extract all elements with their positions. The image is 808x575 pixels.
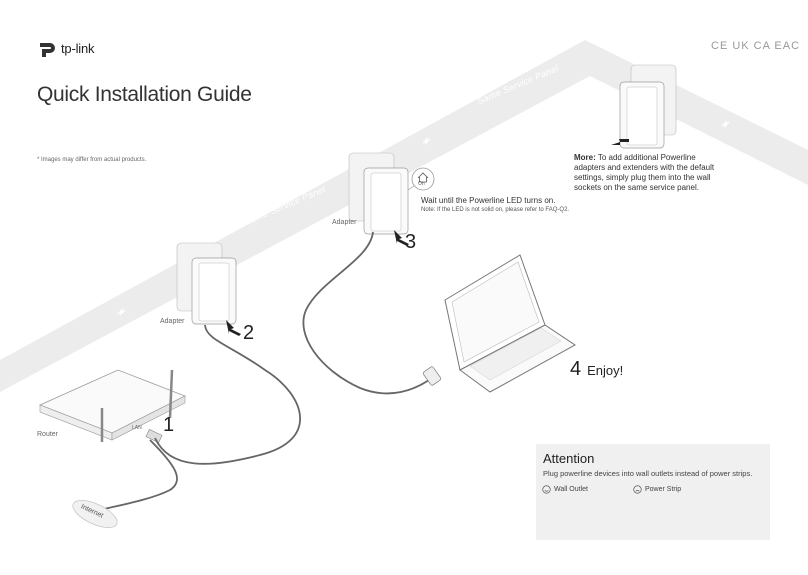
more-label: More:	[574, 153, 596, 162]
attention-description: Plug powerline devices into wall outlets…	[543, 469, 753, 478]
laptop	[444, 254, 576, 393]
power-strip-option: Power Strip	[633, 485, 681, 494]
home-icon	[417, 172, 429, 183]
cable-router-adapter	[154, 324, 301, 465]
step-arrows	[226, 139, 629, 336]
tp-link-logo-icon	[40, 43, 55, 57]
attention-title: Attention	[543, 451, 595, 466]
step-3-instructions: Wait until the Powerline LED turns on. N…	[421, 196, 581, 213]
step-1-number: 1	[163, 414, 175, 436]
power-strip-label: Power Strip	[645, 486, 682, 493]
disclaimer: * Images may differ from actual products…	[37, 157, 147, 163]
step-3-text: Wait until the Powerline LED turns on.	[421, 196, 556, 205]
adapter-right-label: Adapter	[332, 219, 357, 226]
on-label: On	[418, 181, 425, 187]
brand-logo: tp-link	[36, 37, 94, 59]
wall-outlet-option: Wall Outlet	[542, 485, 588, 494]
page-title: Quick Installation Guide	[37, 83, 252, 106]
step-4: 4 Enjoy!	[570, 358, 623, 381]
brand-name: tp-link	[61, 40, 95, 56]
frown-icon	[633, 485, 642, 494]
attention-box: Attention Plug powerline devices into wa…	[536, 444, 770, 540]
router-label: Router	[37, 431, 59, 438]
wall-outlet-label: Wall Outlet	[554, 486, 588, 493]
step-3-note: Note: If the LED is not solid on, please…	[421, 207, 570, 213]
step-4-number: 4	[570, 358, 582, 380]
led-indicator	[411, 167, 435, 191]
cable-internet	[99, 439, 178, 511]
more-text: To add additional Powerline adapters and…	[574, 153, 715, 192]
lightning-icon	[117, 119, 730, 317]
lan-label: LAN	[132, 425, 142, 431]
router	[38, 369, 186, 443]
adapter-left-label: Adapter	[160, 318, 185, 325]
certification-marks: CE UK CA EAC	[711, 40, 801, 52]
internet-cloud	[72, 500, 118, 528]
more-info: More: To add additional Powerline adapte…	[574, 153, 724, 193]
smile-icon	[542, 485, 551, 494]
adapter-extra	[619, 64, 677, 149]
cable-adapter-laptop	[302, 231, 433, 395]
step-4-text: Enjoy!	[587, 363, 624, 378]
step-3-number: 3	[405, 231, 417, 253]
adapter-left	[176, 242, 237, 325]
step-2-number: 2	[243, 322, 255, 344]
adapter-right	[348, 152, 409, 235]
